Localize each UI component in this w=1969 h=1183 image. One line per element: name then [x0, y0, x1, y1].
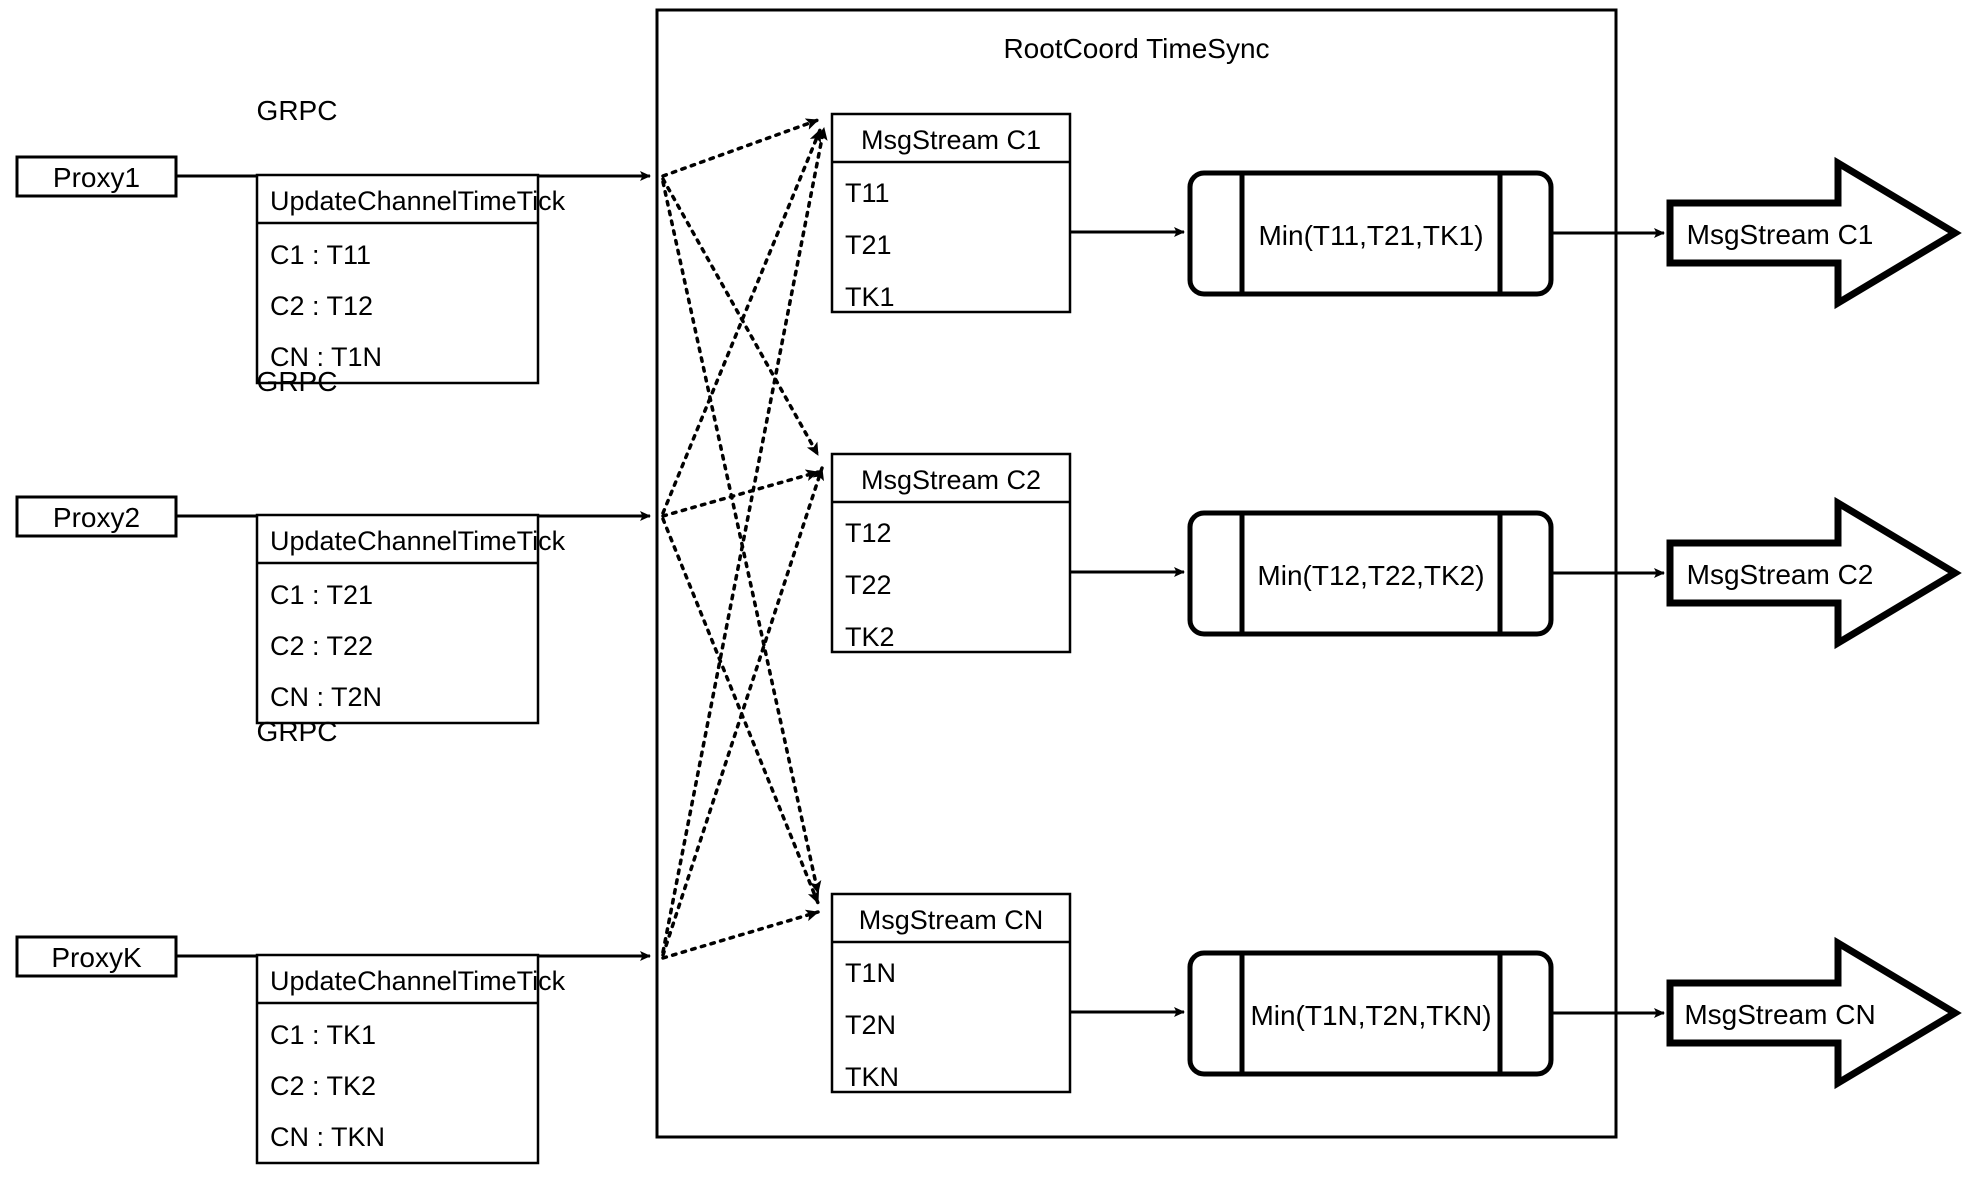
request-box-1: [255, 173, 540, 385]
request-box-2: [255, 513, 540, 725]
dotted-fanout-group: [661, 118, 828, 960]
msgstream-box-3: [830, 892, 1072, 1094]
dotted-link-p2-c1: [661, 128, 822, 515]
dotted-link-p2-cn: [661, 517, 820, 905]
proxy-box-2[interactable]: [15, 495, 178, 538]
dotted-link-p3-cn: [661, 909, 820, 960]
dotted-link-p3-c1: [661, 126, 828, 954]
request-box-3: [255, 953, 540, 1165]
dotted-link-p1-c2: [661, 177, 820, 457]
proxy-box-1[interactable]: [15, 155, 178, 198]
msgstream-box-1: [830, 112, 1072, 314]
output-arrow-3: [1666, 936, 1962, 1090]
proxy-box-3[interactable]: [15, 935, 178, 978]
msgstream-box-2: [830, 452, 1072, 654]
output-arrow-1: [1666, 156, 1962, 310]
output-arrow-2: [1666, 496, 1962, 650]
dotted-link-p1-c1: [661, 118, 820, 178]
dotted-link-p1-cn: [661, 180, 822, 895]
dotted-link-p2-c2: [661, 469, 820, 518]
